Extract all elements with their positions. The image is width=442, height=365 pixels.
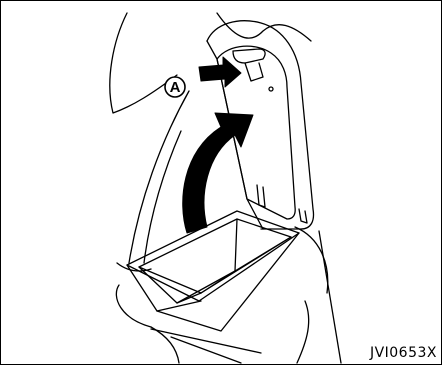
lower-left-curve bbox=[116, 285, 151, 327]
callout-letter: A bbox=[170, 79, 181, 96]
seat-back-outline bbox=[110, 13, 177, 113]
console-right-edge bbox=[319, 231, 341, 363]
console-right-lower bbox=[297, 301, 309, 363]
lid-hinge-left bbox=[257, 185, 265, 207]
console-right-outline bbox=[295, 227, 328, 293]
console-side-outline-inner bbox=[144, 131, 181, 263]
push-arrow-icon bbox=[199, 57, 241, 87]
lid-hinge-right bbox=[299, 209, 307, 223]
console-side-outline bbox=[129, 91, 189, 263]
lid-handle bbox=[233, 49, 265, 63]
curved-arrow-opening-icon bbox=[183, 113, 253, 233]
box-rim-outline bbox=[127, 211, 299, 301]
latch-screw bbox=[269, 87, 273, 91]
latch-clip bbox=[245, 63, 263, 81]
seat-side-outline bbox=[217, 13, 311, 41]
callout-badge: A bbox=[165, 77, 185, 97]
figure-code: JVI0653X bbox=[370, 345, 437, 361]
